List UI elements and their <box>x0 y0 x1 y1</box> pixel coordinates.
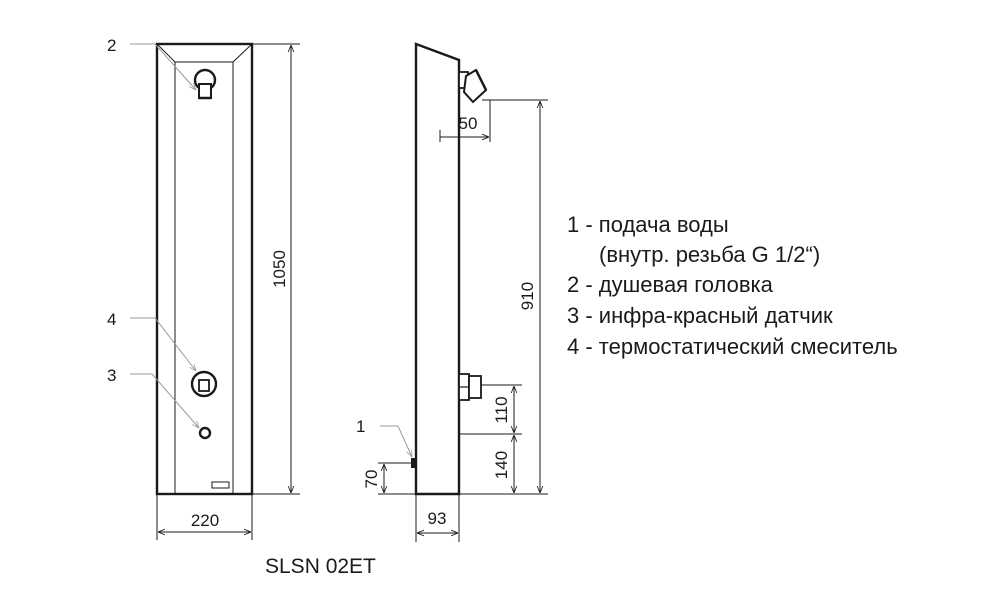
dim-93-label: 93 <box>428 509 447 528</box>
leader-callout-2 <box>130 43 196 90</box>
callout-2-label: 2 <box>107 36 116 55</box>
legend-item-3: 3 - инфра-красный датчик <box>567 303 833 328</box>
ir-sensor-icon <box>198 426 212 440</box>
callout-1-label: 1 <box>356 417 365 436</box>
thermostatic-mixer-side-icon <box>458 373 482 401</box>
front-view: 2 4 3 1050 220 <box>107 36 300 540</box>
dim-1050-label: 1050 <box>270 250 289 288</box>
front-panel-inner <box>174 61 234 495</box>
front-panel-outline <box>155 42 254 496</box>
dim-70-label: 70 <box>362 470 381 489</box>
dim-220-label: 220 <box>191 511 219 530</box>
side-view: 1 50 910 110 140 70 93 <box>356 42 548 542</box>
brand-plate <box>211 481 230 489</box>
dim-140-label: 140 <box>492 451 511 479</box>
callout-3-label: 3 <box>107 366 116 385</box>
legend-item-1-note: (внутр. резьба G 1/2“) <box>599 242 820 267</box>
dim-50-label: 50 <box>459 114 478 133</box>
leader-callout-4 <box>130 317 196 371</box>
legend: 1 - подача воды (внутр. резьба G 1/2“) 2… <box>567 212 898 359</box>
water-inlet-icon <box>411 458 416 468</box>
legend-item-2: 2 - душевая головка <box>567 272 774 297</box>
callout-4-label: 4 <box>107 310 116 329</box>
side-panel-outline <box>414 42 461 496</box>
legend-item-4: 4 - термостатический смеситель <box>567 334 898 359</box>
leader-callout-3 <box>130 373 199 428</box>
legend-item-1: 1 - подача воды <box>567 212 729 237</box>
dim-110-label: 110 <box>492 396 511 423</box>
leader-callout-1 <box>380 425 412 457</box>
model-title: SLSN 02ET <box>265 555 376 578</box>
dim-910-label: 910 <box>518 282 537 310</box>
front-bevel-right <box>232 43 253 63</box>
shower-head-side-icon <box>458 68 488 104</box>
shower-head-icon <box>193 68 217 100</box>
front-bevel-left <box>156 43 176 63</box>
thermostatic-mixer-icon <box>190 370 218 398</box>
